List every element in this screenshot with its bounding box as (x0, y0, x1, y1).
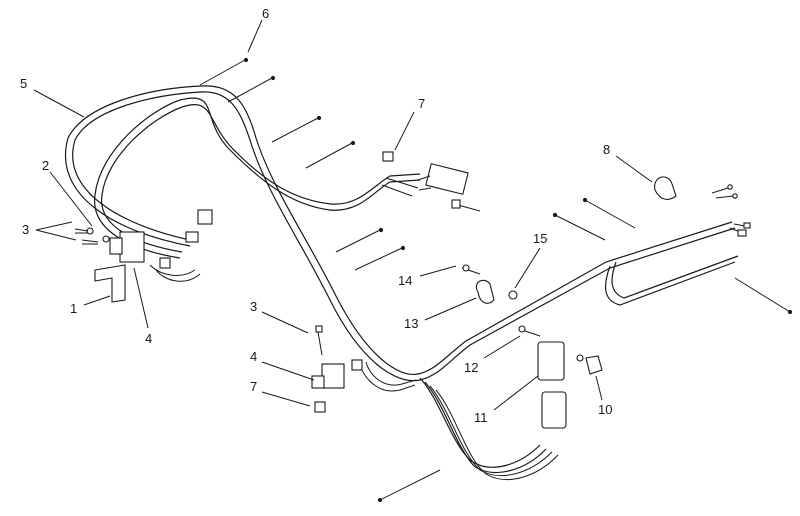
callout-3-left: 3 (22, 222, 29, 237)
callout-15: 15 (533, 231, 547, 246)
switch-lower (311, 325, 363, 413)
callout-5: 5 (20, 76, 27, 91)
callout-7-lower: 7 (250, 379, 257, 394)
callout-7-top: 7 (418, 96, 425, 111)
switch-left-assembly (74, 209, 213, 303)
callout-4-left: 4 (145, 331, 152, 346)
switch-top (382, 151, 481, 212)
callout-3-lower: 3 (250, 299, 257, 314)
callout-10: 10 (598, 402, 612, 417)
cable-ties (199, 57, 793, 503)
callout-8: 8 (603, 142, 610, 157)
callout-14: 14 (398, 273, 412, 288)
callout-labels: 6 5 7 8 2 3 1 4 15 14 13 3 4 7 12 11 10 (20, 6, 612, 425)
callout-13: 13 (404, 316, 418, 331)
main-wire-harness (65, 85, 739, 481)
clamp-right (654, 176, 751, 237)
callout-1: 1 (70, 301, 77, 316)
callout-12: 12 (464, 360, 478, 375)
callout-4-lower: 4 (250, 349, 257, 364)
relay-connector (518, 325, 603, 429)
leader-lines (33, 19, 653, 411)
callout-6: 6 (262, 6, 269, 21)
clamp-center (461, 264, 518, 304)
callout-11: 11 (474, 410, 488, 425)
callout-2: 2 (42, 158, 49, 173)
